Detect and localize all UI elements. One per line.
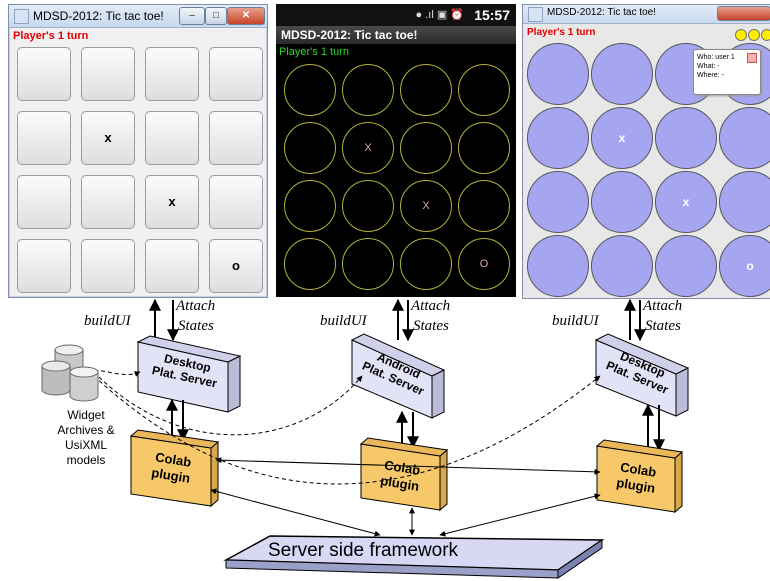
board-cell[interactable] [400,238,452,290]
board-cell[interactable]: X [342,122,394,174]
board-cell[interactable]: x [145,175,199,229]
board-cell[interactable] [400,122,452,174]
desktop-window-right: MDSD-2012: Tic tac toe! Player's 1 turn … [522,4,770,299]
database-icon [41,344,99,402]
desktop-window-left: MDSD-2012: Tic tac toe! – □ ✕ Player's 1… [8,4,268,298]
board-cell[interactable] [591,235,653,297]
board-cell[interactable] [81,239,135,293]
presence-indicator [748,29,760,41]
states-label: States [413,318,449,334]
board-cell[interactable] [17,175,71,229]
board-cell[interactable]: x [591,107,653,169]
board-cell[interactable] [342,64,394,116]
attach-label: Attach [176,298,216,314]
board-cell[interactable] [17,239,71,293]
board-cell[interactable] [284,238,336,290]
board-cell[interactable] [209,47,263,101]
window-title: MDSD-2012: Tic tac toe! [33,9,164,23]
board-cell[interactable] [527,235,589,297]
board-cell[interactable] [458,64,510,116]
states-label: States [645,318,681,334]
archive-dashed-links [93,369,601,485]
board-cell[interactable] [145,239,199,293]
board-cell[interactable] [81,175,135,229]
app-icon [14,9,29,24]
android-window: ● .ıl ▣ ⏰ 15:57 MDSD-2012: Tic tac toe! … [276,4,516,297]
android-server-box [350,333,446,419]
board-cell[interactable] [527,107,589,169]
buildui-arrows [149,298,646,342]
board-cell[interactable] [17,47,71,101]
turn-indicator: Player's 1 turn [527,27,596,38]
board-cell[interactable] [209,111,263,165]
turn-indicator: Player's 1 turn [13,30,89,42]
close-button[interactable]: ✕ [227,7,265,25]
colab-plugin-right-box [595,439,684,514]
maximize-button[interactable]: □ [205,7,227,25]
board-cell[interactable]: x [81,111,135,165]
board-cell[interactable]: x [655,171,717,233]
signal-icon: ● .ıl ▣ ⏰ [415,9,464,21]
buildui-label: buildUI [84,313,131,329]
desktop-server-right-box [594,333,690,417]
tooltip-where: Where: - [697,72,724,79]
board-cell[interactable] [284,180,336,232]
buildui-label: buildUI [320,313,367,329]
widget-archives-label: Widget Archives & UsiXML models [57,408,115,467]
app-title: MDSD-2012: Tic tac toe! [276,26,516,44]
app-icon [528,7,543,22]
server-colab-arrows [166,398,665,452]
board-cell[interactable]: o [209,239,263,293]
board-cell[interactable] [400,64,452,116]
board-cell[interactable] [719,171,770,233]
board-cell[interactable] [342,238,394,290]
window-titlebar: MDSD-2012: Tic tac toe! [523,5,770,24]
board-cell[interactable] [591,171,653,233]
framework-links [210,457,601,537]
attach-label: Attach [411,298,451,314]
board-cell[interactable] [458,180,510,232]
presence-indicator [761,29,770,41]
window-title: MDSD-2012: Tic tac toe! [547,7,656,18]
states-label: States [178,318,214,334]
board-cell[interactable] [284,64,336,116]
close-button[interactable] [717,6,770,21]
minimize-button[interactable]: – [179,7,205,25]
board-cell[interactable] [17,111,71,165]
turn-indicator: Player's 1 turn [279,46,349,58]
board-cell[interactable] [458,122,510,174]
tooltip-what: What: - [697,63,720,70]
server-framework-label: Server side framework [268,540,459,561]
board-cell[interactable]: X [400,180,452,232]
board-cell[interactable] [719,107,770,169]
board-cell[interactable] [591,43,653,105]
tooltip-who: Who: user 1 [697,54,735,61]
board-cell[interactable] [655,107,717,169]
server-framework-box [223,535,605,579]
status-time: 15:57 [474,7,510,23]
attach-label: Attach [643,298,683,314]
board-cell[interactable] [145,47,199,101]
board-cell[interactable] [209,175,263,229]
window-titlebar: MDSD-2012: Tic tac toe! – □ ✕ [9,5,267,28]
board-cell[interactable]: O [458,238,510,290]
board-cell[interactable] [527,171,589,233]
close-icon[interactable] [747,53,757,63]
board-cell[interactable] [284,122,336,174]
board-cell[interactable] [145,111,199,165]
presence-indicator [735,29,747,41]
status-bar: ● .ıl ▣ ⏰ 15:57 [276,4,516,26]
board-cell[interactable] [342,180,394,232]
board-cell[interactable] [81,47,135,101]
buildui-label: buildUI [552,313,599,329]
user-tooltip: Who: user 1 What: - Where: - [693,49,761,95]
board-cell[interactable]: o [719,235,770,297]
board-cell[interactable] [527,43,589,105]
board-cell[interactable] [655,235,717,297]
